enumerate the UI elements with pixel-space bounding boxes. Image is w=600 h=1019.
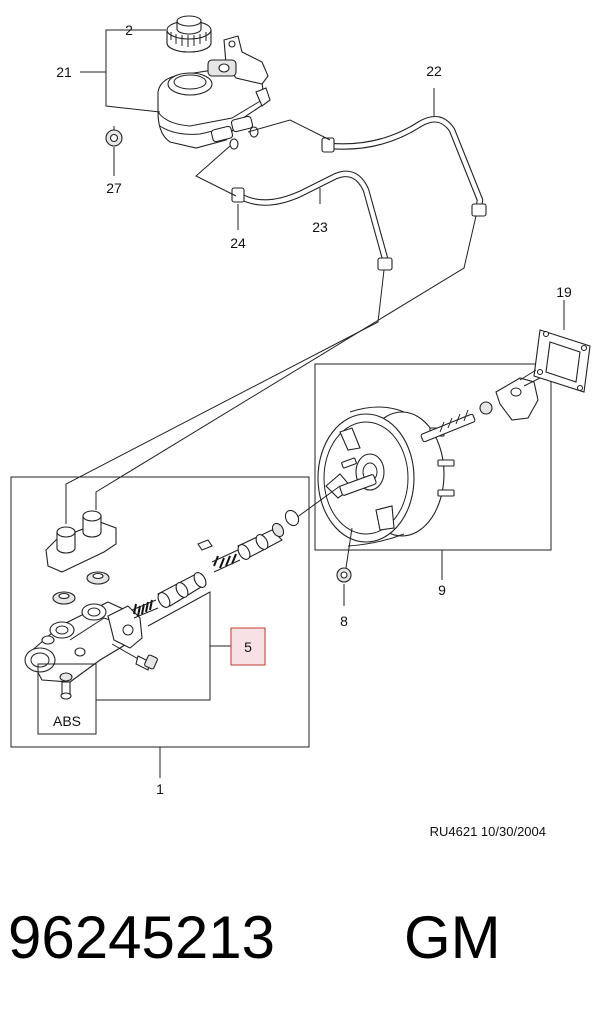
callout-22: 22: [426, 63, 442, 79]
callout-5: 5: [244, 639, 252, 655]
flange-bolt[interactable]: [111, 643, 158, 671]
master-cylinder-box: [10, 476, 310, 748]
repair-kit-internals[interactable]: [131, 508, 301, 619]
abs-label: ABS: [53, 713, 81, 729]
callout-24: 24: [230, 235, 246, 251]
master-cylinder-body[interactable]: [24, 601, 143, 683]
part-number: 96245213: [8, 904, 275, 971]
reservoir-nut[interactable]: [105, 129, 123, 147]
callout-9: 9: [438, 582, 446, 598]
callout-2: 2: [125, 22, 133, 38]
callout-27: 27: [106, 180, 122, 196]
callout-5-highlight[interactable]: 5: [230, 627, 266, 666]
callout-1: 1: [156, 781, 164, 797]
callout-8: 8: [340, 613, 348, 629]
reservoir-assembly[interactable]: [157, 35, 271, 150]
diagram-reference: RU4621 10/30/2004: [430, 824, 546, 839]
hose-22[interactable]: [321, 115, 487, 217]
booster-gasket[interactable]: [519, 300, 591, 393]
hose-23[interactable]: [231, 170, 393, 271]
leader-21-bracket: [105, 29, 161, 113]
reservoir-grommets[interactable]: [45, 510, 117, 573]
callout-23: 23: [312, 219, 328, 235]
abs-group: ABS: [37, 663, 97, 735]
reservoir-cap[interactable]: [166, 15, 212, 53]
brand-name: GM: [404, 904, 501, 971]
booster-nut[interactable]: [336, 527, 353, 606]
booster-box: [314, 363, 552, 551]
callout-19: 19: [556, 284, 572, 300]
brake-booster[interactable]: [317, 377, 541, 547]
callout-21: 21: [56, 64, 72, 80]
grommet-seal[interactable]: [52, 571, 110, 605]
